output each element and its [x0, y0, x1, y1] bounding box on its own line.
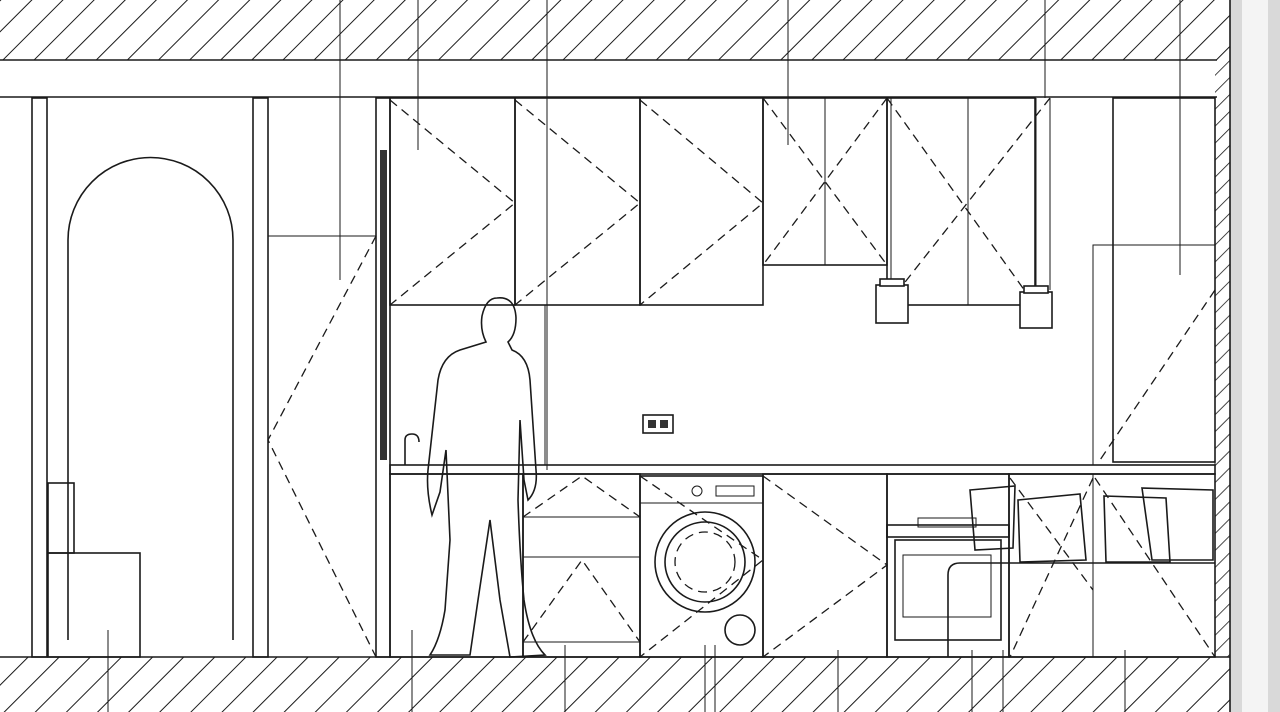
arched-doorway [67, 156, 234, 640]
sofa-with-cushions [947, 473, 1216, 658]
washing-machine [639, 475, 765, 658]
human-figure [426, 297, 547, 658]
door [267, 235, 377, 658]
upper-cabinets [389, 97, 1051, 306]
ceiling-slab [0, 0, 1230, 60]
right-wall [1215, 60, 1230, 657]
counter [389, 464, 1216, 475]
sink-faucet [404, 433, 420, 465]
wall-column [252, 97, 269, 658]
leader-lines [339, 0, 1181, 712]
wall-outlet [642, 414, 674, 434]
floor-slab [0, 657, 1230, 712]
hatched-column [1112, 97, 1216, 463]
wall-column [31, 97, 48, 658]
pendant-lights [875, 98, 1053, 329]
